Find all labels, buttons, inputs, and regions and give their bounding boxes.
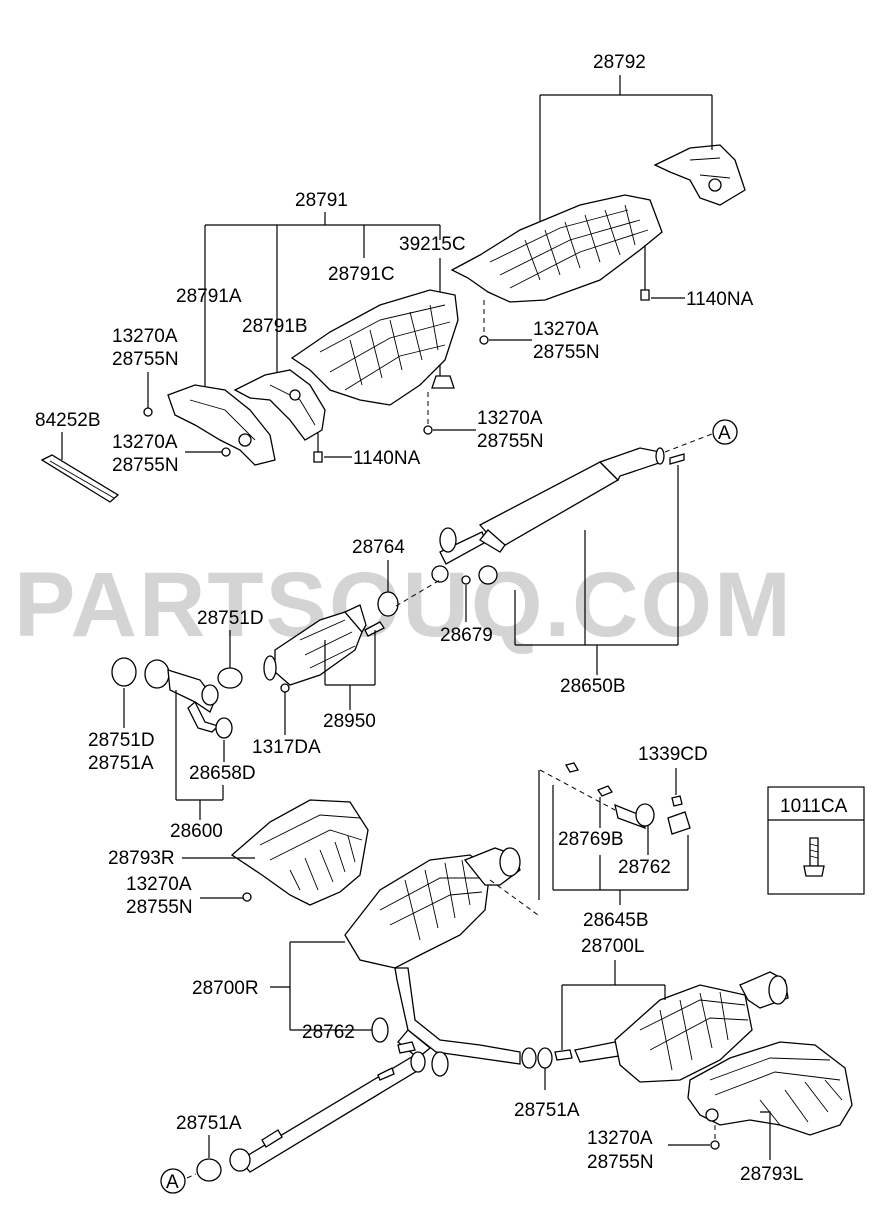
label-28755N-4: 28755N xyxy=(477,431,544,452)
label-28791: 28791 xyxy=(295,190,348,211)
label-28679: 28679 xyxy=(440,625,493,646)
label-1339CD: 1339CD xyxy=(638,744,708,765)
label-28762-1: 28762 xyxy=(618,857,671,878)
intermediate-pipe xyxy=(239,1041,449,1173)
label-28700L: 28700L xyxy=(581,936,644,957)
label-28791B: 28791B xyxy=(242,316,308,337)
label-28792: 28792 xyxy=(593,52,646,73)
gasket-28751D-converter xyxy=(217,667,243,689)
hanger-rubber-28762-rear xyxy=(371,1017,389,1043)
label-28793L: 28793L xyxy=(740,1164,803,1185)
label-13270A-2: 13270A xyxy=(112,432,178,453)
ref-a-bottom-circle xyxy=(160,1168,186,1194)
gasket-28751D-manifold xyxy=(111,657,137,687)
stud-bolts xyxy=(364,621,385,637)
heat-protector-manifold xyxy=(167,384,276,466)
gasket-center xyxy=(431,565,449,583)
label-28645B: 28645B xyxy=(583,910,649,931)
label-13270A-5: 13270A xyxy=(126,874,192,895)
hanger-rubber-front xyxy=(439,527,457,553)
label-28764: 28764 xyxy=(352,537,405,558)
center-muffler xyxy=(439,447,665,565)
ref-a-top: A xyxy=(718,423,731,444)
label-13270A-6: 13270A xyxy=(587,1128,653,1149)
legend-box-1011CA: 1011CA xyxy=(767,786,865,895)
label-13270A-3: 13270A xyxy=(533,319,599,340)
label-28700R: 28700R xyxy=(192,978,259,999)
label-13270A-4: 13270A xyxy=(477,408,543,429)
label-1011CA: 1011CA xyxy=(780,796,848,817)
label-28755N-5: 28755N xyxy=(126,897,193,918)
ref-a-bottom: A xyxy=(166,1172,179,1193)
label-28762-2: 28762 xyxy=(302,1022,355,1043)
heat-protector-center xyxy=(290,289,459,406)
label-84252B: 84252B xyxy=(35,410,101,431)
heat-protector-28793L xyxy=(687,1041,853,1136)
hanger-rubber-rear xyxy=(478,565,498,585)
label-28600: 28600 xyxy=(170,821,223,842)
label-28751D-1: 28751D xyxy=(197,608,264,629)
gasket-28658D xyxy=(215,717,233,739)
label-1140NA-2: 1140NA xyxy=(353,448,421,469)
ref-a-top-circle xyxy=(712,419,738,445)
label-1317DA: 1317DA xyxy=(252,737,321,758)
heat-protector-front xyxy=(233,369,326,441)
label-28755N-3: 28755N xyxy=(533,342,600,363)
heat-protector-rear xyxy=(450,194,663,303)
hanger-rubber-28762 xyxy=(635,803,655,827)
label-28791A: 28791A xyxy=(176,286,242,307)
label-39215C: 39215C xyxy=(399,234,466,255)
watermark: PARTSOUQ.COM xyxy=(14,554,793,656)
label-28755N-6: 28755N xyxy=(587,1152,654,1173)
label-28793R: 28793R xyxy=(108,848,175,869)
rear-muffler-left xyxy=(574,971,789,1083)
label-28751A-1: 28751A xyxy=(88,753,154,774)
label-28751D-2: 28751D xyxy=(88,730,155,751)
label-28950: 28950 xyxy=(323,711,376,732)
label-28755N-2: 28755N xyxy=(112,455,179,476)
heat-protector-28793R xyxy=(230,799,369,906)
gasket-28751A-rear xyxy=(521,1047,537,1069)
gasket-28764 xyxy=(377,591,399,617)
catalytic-converter xyxy=(263,604,367,686)
label-28791C: 28791C xyxy=(328,264,395,285)
label-1140NA-1: 1140NA xyxy=(686,289,754,310)
label-28755N-1: 28755N xyxy=(112,349,179,370)
label-28769B: 28769B xyxy=(558,829,624,850)
gasket-28751A-front xyxy=(196,1158,222,1182)
label-13270A-1: 13270A xyxy=(112,326,178,347)
label-28751A-2: 28751A xyxy=(514,1100,580,1121)
heat-protector-muffler-end xyxy=(653,144,746,206)
rear-muffler-right xyxy=(344,847,521,969)
label-28658D: 28658D xyxy=(189,763,256,784)
label-28751A-3: 28751A xyxy=(176,1113,242,1134)
label-28650B: 28650B xyxy=(560,676,626,697)
bolt-28769B xyxy=(565,762,579,773)
front-pipe xyxy=(144,659,220,733)
